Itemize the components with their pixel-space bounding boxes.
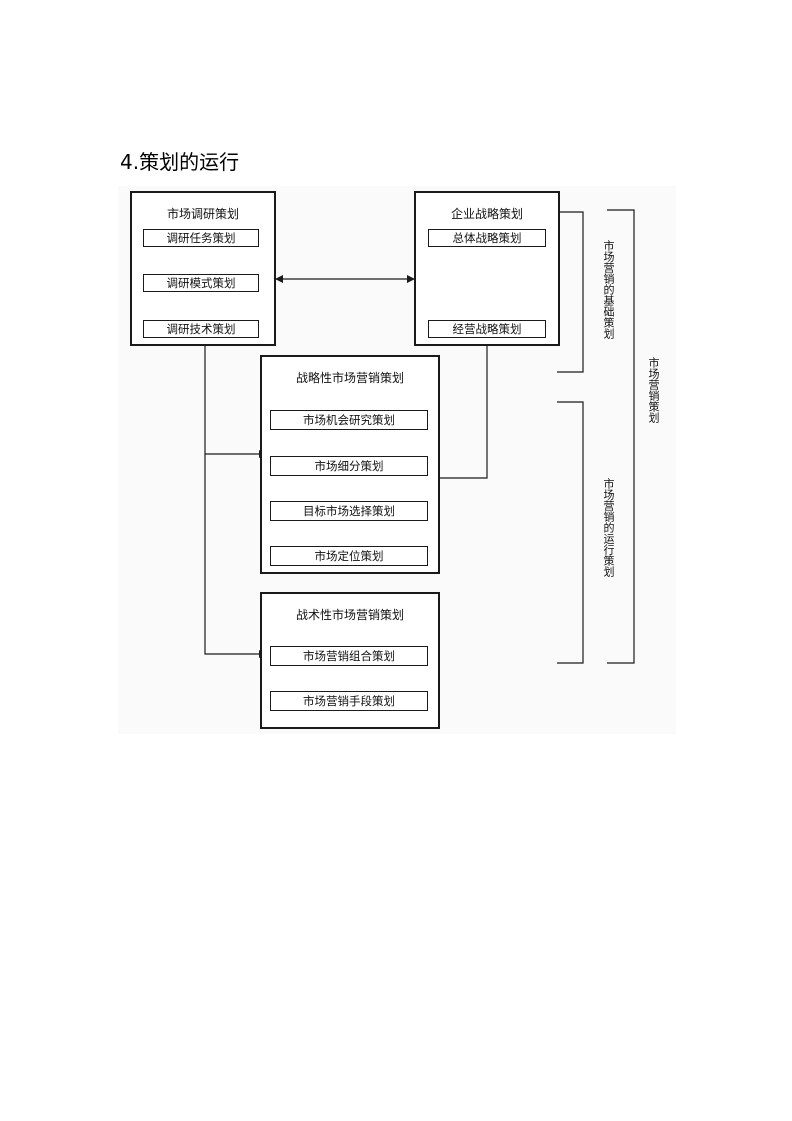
research-mode-planning: 调研模式策划 bbox=[143, 274, 259, 292]
page-heading: 4.策划的运行 bbox=[120, 150, 240, 174]
overall-planning-bracket-label: 市场营销策划 bbox=[647, 357, 660, 423]
research-task-planning: 调研任务策划 bbox=[143, 229, 259, 247]
overall-strategy-planning: 总体战略策划 bbox=[428, 229, 546, 247]
market-opportunity-research-planning: 市场机会研究策划 bbox=[270, 410, 428, 430]
operation-planning-bracket-label: 市场营销的运行策划 bbox=[602, 478, 615, 577]
marketing-mix-planning: 市场营销组合策划 bbox=[270, 646, 428, 666]
box-title: 市场调研策划 bbox=[166, 207, 239, 221]
marketing-means-planning: 市场营销手段策划 bbox=[270, 691, 428, 711]
target-market-selection-planning: 目标市场选择策划 bbox=[270, 501, 428, 521]
market-positioning-planning: 市场定位策划 bbox=[270, 546, 428, 566]
market-segmentation-planning: 市场细分策划 bbox=[270, 456, 428, 476]
box-title: 战略性市场营销策划 bbox=[295, 371, 404, 385]
box-title: 战术性市场营销策划 bbox=[295, 608, 404, 622]
box-title: 企业战略策划 bbox=[450, 207, 523, 221]
basic-planning-bracket-label: 市场营销的基础策划 bbox=[602, 240, 615, 339]
business-strategy-planning: 经营战略策划 bbox=[428, 320, 546, 338]
research-technique-planning: 调研技术策划 bbox=[143, 320, 259, 338]
